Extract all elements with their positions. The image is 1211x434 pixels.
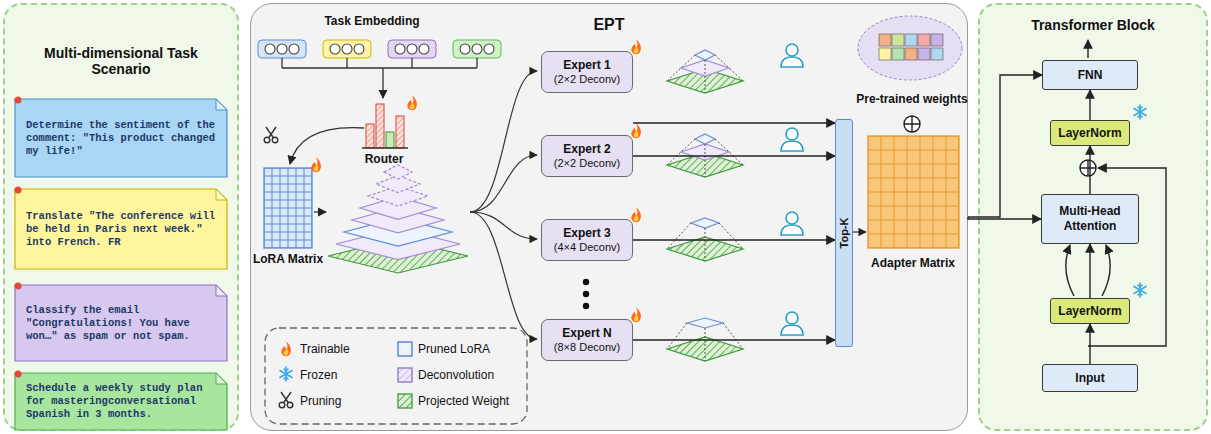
node-text: (2×2 Deconv)	[554, 156, 620, 170]
node-text: LayerNorm	[1058, 126, 1121, 141]
legend-text: Trainable	[300, 342, 350, 356]
add-symbol	[904, 116, 920, 132]
connector	[633, 155, 835, 156]
connector	[633, 239, 835, 240]
legend-frame	[265, 328, 527, 424]
task-embedding	[258, 40, 501, 98]
node-text: Schedule a weekly study plan for masteri…	[26, 382, 218, 421]
topk-box: Top-K	[835, 119, 853, 347]
fan-out-arrows	[470, 71, 537, 339]
node-text: Expert 1	[563, 58, 610, 72]
node-text: Expert 3	[563, 226, 610, 240]
ellipsis-dots	[583, 279, 589, 309]
frozen-icon	[1134, 283, 1146, 297]
input-box: Input	[1042, 364, 1138, 392]
connector	[1089, 324, 1090, 364]
part-label: LoRA Matrix	[253, 252, 323, 266]
connector	[1089, 244, 1090, 298]
node-text: Top-K	[838, 218, 850, 249]
expert-box: Expert N(8×8 Deconv)	[541, 319, 633, 361]
node-text: Expert N	[562, 326, 611, 340]
node-text: Classify the email "Congratulations! You…	[26, 304, 218, 343]
part-label: Pre-trained weights	[856, 92, 967, 106]
connector	[1089, 146, 1090, 194]
node-text: Input	[1075, 371, 1104, 386]
layernorm-box: LayerNorm	[1050, 298, 1130, 324]
node-text: Expert 2	[563, 142, 610, 156]
node-text: FNN	[1078, 68, 1103, 83]
lora-matrix	[264, 157, 326, 248]
expert-box: Expert 3(4×4 Deconv)	[541, 219, 633, 261]
legend-text: Pruning	[300, 394, 341, 408]
task-note: Determine the sentiment of the comment: …	[14, 98, 228, 178]
panel-title: Transformer Block	[1031, 17, 1155, 33]
node-text: Translate "The conference will be held i…	[26, 210, 218, 249]
node-text: Determine the sentiment of the comment: …	[26, 119, 218, 158]
transformer-wiring	[1066, 40, 1166, 346]
expert-outputs	[667, 50, 743, 361]
part-label: Task Embedding	[324, 14, 419, 28]
panel-title: EPT	[593, 16, 624, 34]
attention-box: Multi-Head Attention	[1041, 194, 1139, 244]
ept-panel: EPTExpert 1(2×2 Deconv)Expert 2(2×2 Deco…	[250, 3, 968, 431]
expert-icons	[781, 44, 803, 335]
deconv-pyramid	[328, 165, 468, 273]
legend-text: Projected Weight	[418, 394, 509, 408]
node-text: (8×8 Deconv)	[554, 340, 620, 354]
frozen-icon	[1134, 105, 1146, 119]
task-note: Classify the email "Congratulations! You…	[14, 284, 228, 362]
node-text: (4×4 Deconv)	[554, 240, 620, 254]
legend-text: Frozen	[300, 368, 337, 382]
transformer-panel: Transformer BlockFNNLayerNormMulti-Head …	[978, 3, 1208, 431]
part-label: Adapter Matrix	[871, 256, 955, 270]
expert-box: Expert 2(2×2 Deconv)	[541, 135, 633, 177]
connector	[968, 75, 1042, 217]
connector	[633, 339, 835, 340]
node-text: Multi-Head Attention	[1046, 204, 1134, 234]
scenario-panel: Multi-dimensional Task ScenarioDetermine…	[3, 3, 239, 431]
part-label: Router	[365, 152, 404, 166]
task-note: Schedule a weekly study plan for masteri…	[14, 372, 228, 431]
task-note: Translate "The conference will be held i…	[14, 188, 228, 270]
layernorm-box: LayerNorm	[1050, 120, 1130, 146]
legend-text: Pruned LoRA	[418, 342, 490, 356]
expert-flames	[631, 39, 641, 322]
node-text: LayerNorm	[1058, 304, 1121, 319]
connector	[1089, 90, 1090, 120]
node-text: (2×2 Deconv)	[554, 72, 620, 86]
pretrained-weights	[858, 16, 962, 80]
legend-text: Deconvolution	[418, 368, 494, 382]
adapter-matrix	[853, 136, 959, 248]
panel-title: Multi-dimensional Task Scenario	[41, 45, 201, 77]
fnn-box: FNN	[1042, 60, 1138, 90]
connector	[633, 122, 835, 123]
router-chart	[264, 95, 417, 164]
expert-box: Expert 1(2×2 Deconv)	[541, 51, 633, 93]
